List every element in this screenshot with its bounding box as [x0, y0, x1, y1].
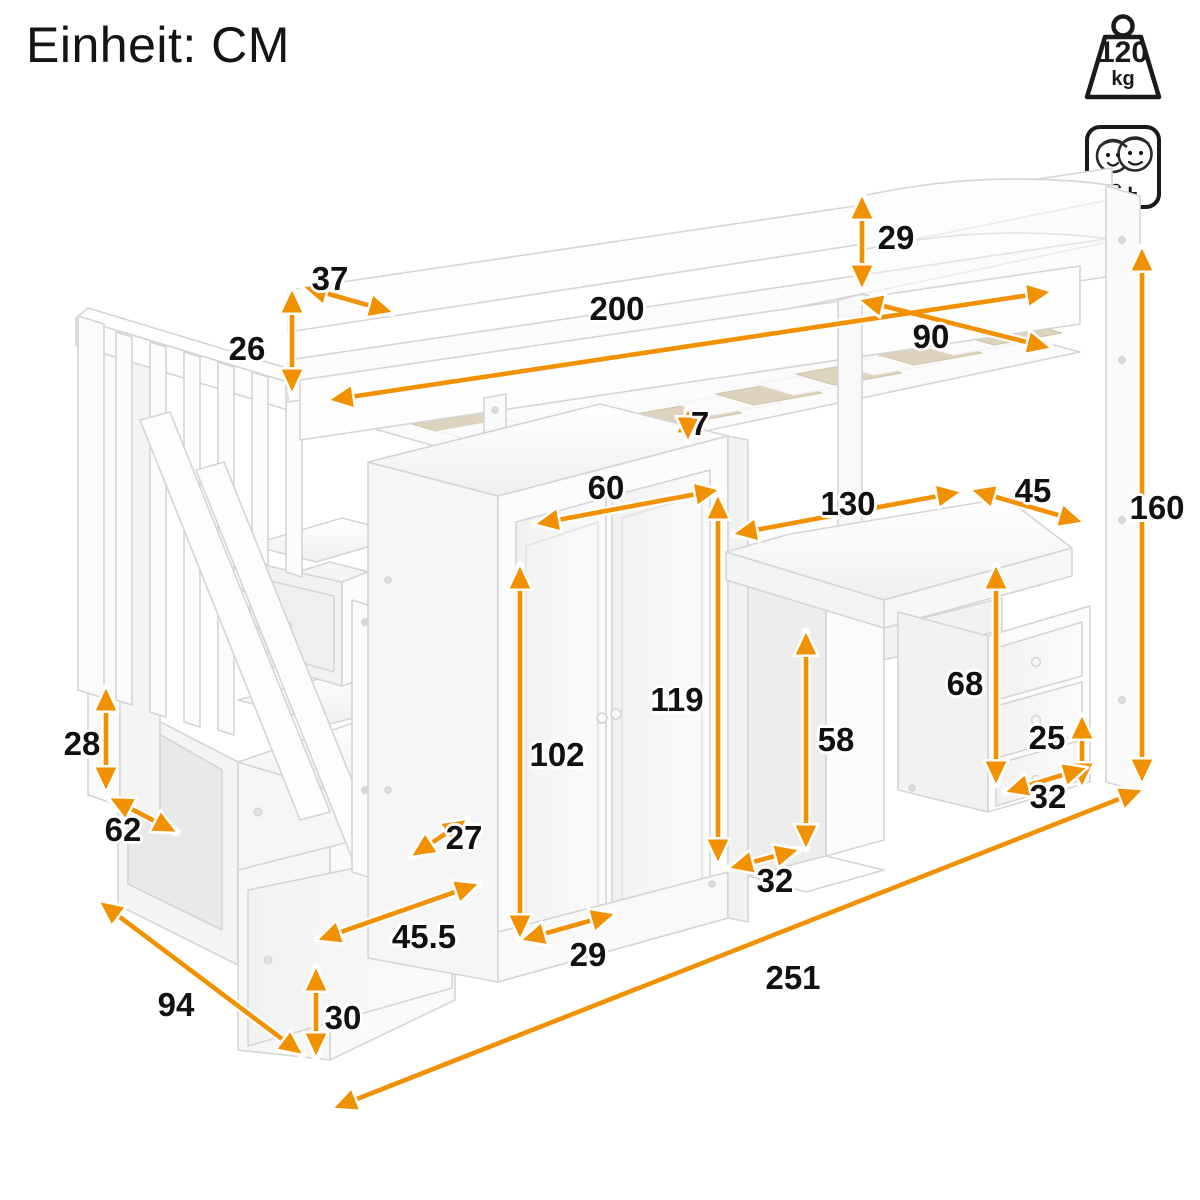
dim-line-32-mid	[730, 850, 798, 868]
dim-line-45-5	[318, 884, 478, 940]
weight-icon	[1084, 14, 1162, 100]
page-title: Einheit: CM	[26, 17, 290, 73]
dim-line-45	[972, 490, 1082, 522]
dim-line-29-bottom	[522, 914, 614, 940]
staircase-handrail	[75, 307, 381, 881]
dim-line-251	[334, 790, 1142, 1108]
dim-line-62	[110, 798, 176, 832]
dim-line-94	[100, 902, 302, 1054]
dim-line-27	[412, 820, 466, 856]
weight-capacity-badge: 120 kg	[1075, 14, 1171, 111]
dim-line-32-right	[1006, 768, 1086, 792]
dim-line-37	[304, 287, 392, 312]
dim-line-60	[536, 490, 718, 524]
dim-line-90	[860, 300, 1050, 348]
weight-unit: kg	[1111, 68, 1135, 90]
dim-line-200	[330, 292, 1050, 400]
dim-line-130	[734, 492, 960, 534]
weight-value: 120	[1097, 36, 1149, 69]
